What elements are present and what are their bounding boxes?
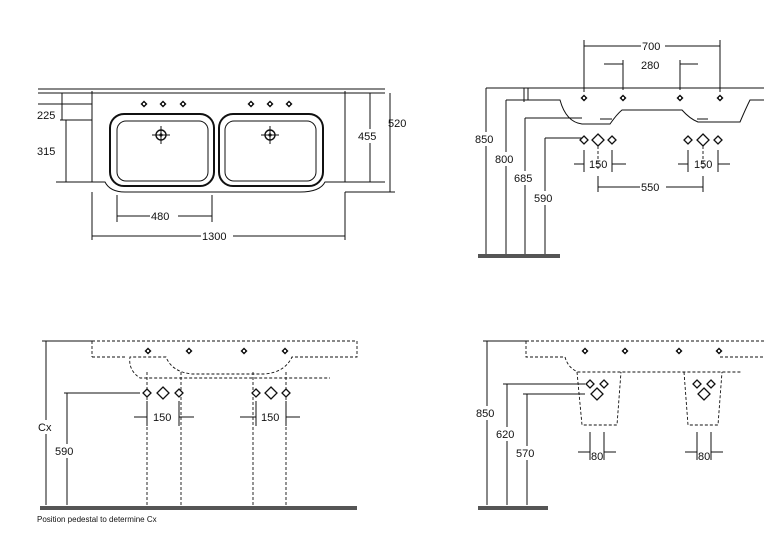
dim-80-a: 80: [591, 451, 603, 463]
dim-1300: 1300: [202, 231, 226, 243]
dim-570: 570: [516, 448, 534, 460]
front-pedestal-view: Cx 590 150 150 Position pedestal to dete…: [36, 340, 358, 524]
dim-550: 550: [641, 182, 659, 194]
pedestal-note: Position pedestal to determine Cx: [37, 515, 157, 524]
dim-850-semi: 850: [476, 408, 494, 420]
dim-700: 700: [642, 41, 660, 53]
dim-590: 590: [534, 193, 552, 205]
dim-150-b: 150: [694, 159, 712, 171]
dim-800: 800: [495, 154, 513, 166]
dim-850: 850: [475, 134, 493, 146]
dim-80-b: 80: [698, 451, 710, 463]
top-view: 225 315 455 520 480 1300: [37, 88, 406, 243]
dim-280: 280: [641, 60, 659, 72]
dim-620: 620: [496, 429, 514, 441]
dim-685: 685: [514, 173, 532, 185]
side-view: 700 280 850 800 685 590 150: [474, 39, 764, 258]
front-semi-pedestal-view: 850 620 570 80 80: [475, 340, 764, 510]
dim-150-pedestal-a: 150: [153, 412, 171, 424]
dim-480: 480: [151, 211, 169, 223]
dim-520: 520: [388, 118, 406, 130]
dim-150-pedestal-b: 150: [261, 412, 279, 424]
dim-590-pedestal: 590: [55, 446, 73, 458]
dim-455: 455: [358, 131, 376, 143]
dim-150-a: 150: [589, 159, 607, 171]
dim-315: 315: [37, 146, 55, 158]
dim-225: 225: [37, 110, 55, 122]
dim-cx: Cx: [38, 422, 52, 434]
